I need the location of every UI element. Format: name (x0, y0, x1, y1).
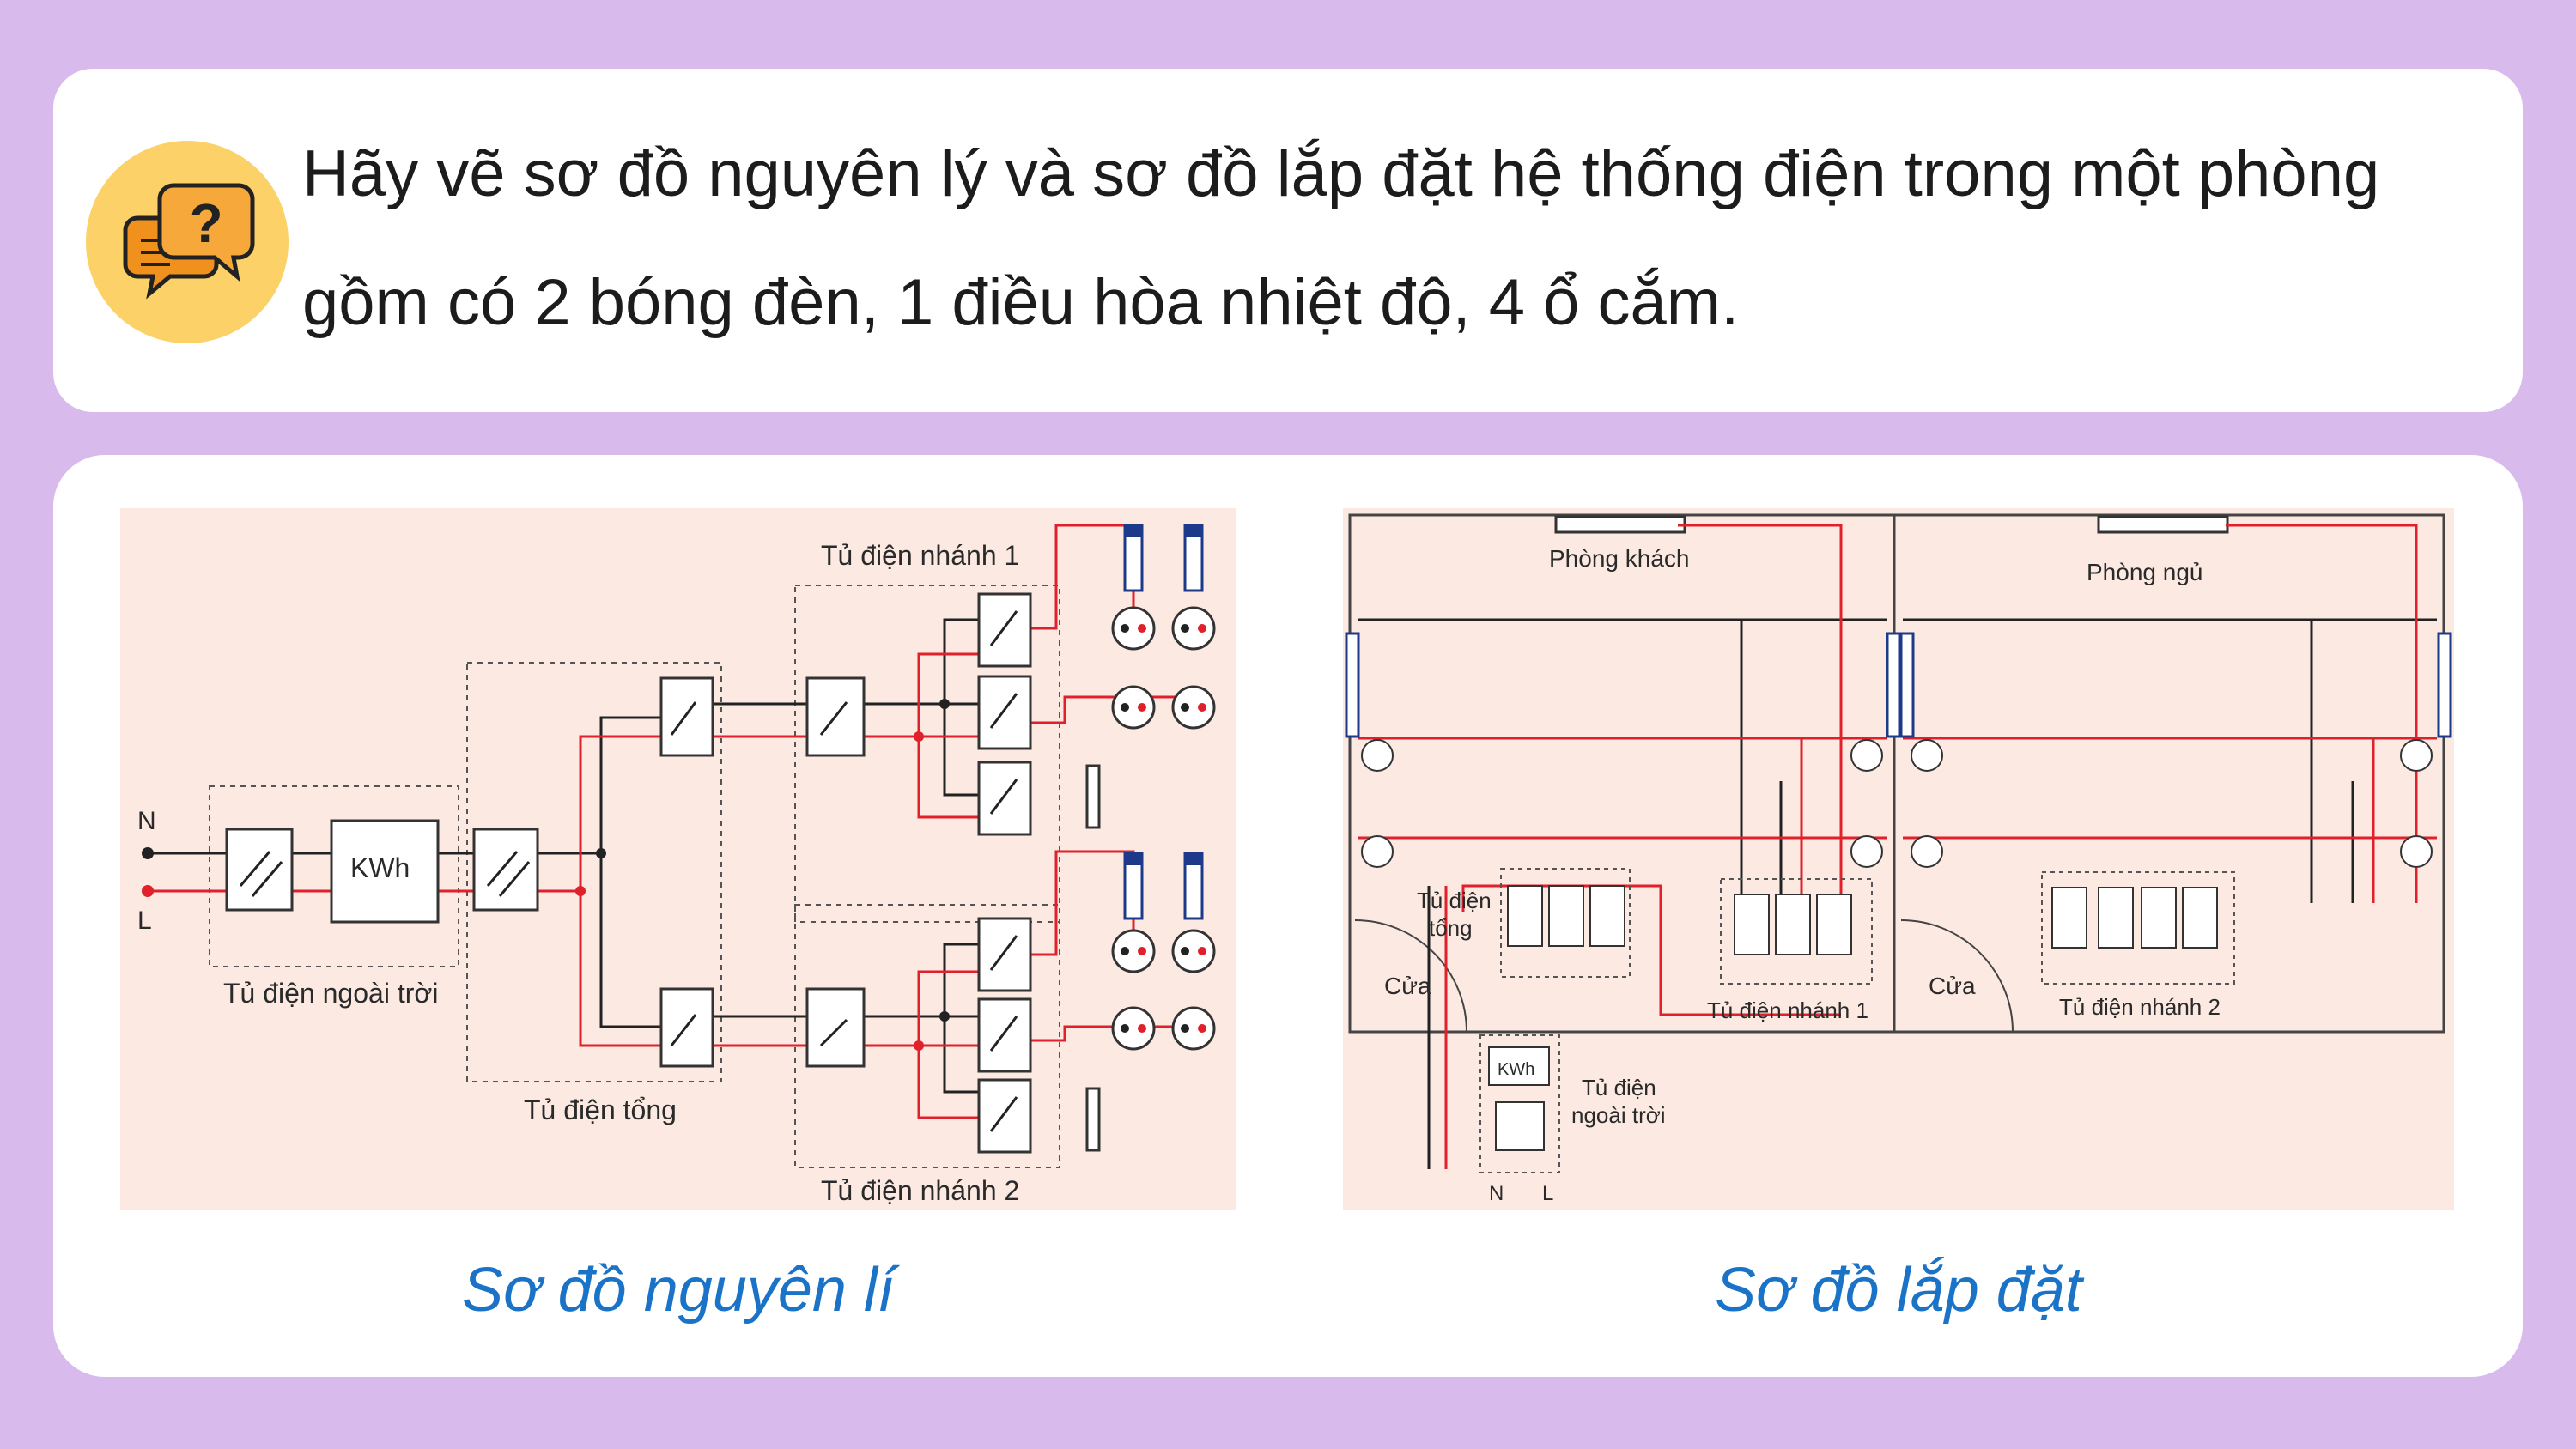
main-panel-label-1: Tủ điện (1417, 888, 1492, 913)
main-panel-box (1500, 868, 1631, 978)
svg-text:?: ? (189, 192, 222, 254)
main-panel-label: Tủ điện tổng (524, 1094, 677, 1125)
branch2-panel-label: Tủ điện nhánh 2 (821, 1175, 1019, 1206)
l-label: L (1542, 1182, 1553, 1205)
outdoor-panel-box (1479, 1034, 1560, 1173)
diagrams-card: N L KWh Tủ điện ngoài trời Tủ điện tổng … (53, 455, 2523, 1377)
branch1-panel-box (794, 585, 1060, 923)
outdoor-panel-label-2: ngoài trời (1571, 1102, 1666, 1128)
installation-diagram: Phòng khách Phòng ngủ Tủ điện tổng Cửa C… (1343, 508, 2454, 1210)
branch2-panel-box (794, 904, 1060, 1168)
caption-installation: Sơ đồ lắp đặt (1715, 1256, 2082, 1325)
question-text: Hãy vẽ sơ đồ nguyên lý và sơ đồ lắp đặt … (302, 110, 2500, 367)
l-label: L (137, 906, 152, 935)
kwh-label: KWh (350, 852, 410, 883)
question-line-2: gồm có 2 bóng đèn, 1 điều hòa nhiệt độ, … (302, 266, 1740, 339)
outdoor-panel-box (209, 785, 459, 967)
branch1-panel-label: Tủ điện nhánh 1 (821, 540, 1019, 571)
question-chat-bubble-icon: ? (84, 139, 290, 345)
main-panel-label-2: tổng (1429, 915, 1473, 941)
schematic-diagram: N L KWh Tủ điện ngoài trời Tủ điện tổng … (120, 508, 1236, 1210)
outdoor-panel-label-1: Tủ điện (1582, 1075, 1656, 1100)
branch1-panel-label: Tủ điện nhánh 1 (1707, 997, 1868, 1023)
n-label: N (1489, 1182, 1504, 1205)
living-room-label: Phòng khách (1549, 545, 1689, 572)
bedroom-outline (1893, 513, 2445, 1034)
caption-schematic: Sơ đồ nguyên lí (462, 1256, 895, 1325)
branch2-panel-box (2041, 871, 2235, 985)
bedroom-label: Phòng ngủ (2087, 559, 2202, 585)
branch1-panel-box (1720, 878, 1873, 985)
outdoor-panel-label: Tủ điện ngoài trời (223, 978, 438, 1009)
door-label-bedroom: Cửa (1929, 973, 1976, 999)
door-label-living: Cửa (1384, 973, 1431, 999)
kwh-label: KWh (1498, 1060, 1534, 1079)
n-label: N (137, 807, 156, 835)
question-line-1: Hãy vẽ sơ đồ nguyên lý và sơ đồ lắp đặt … (302, 137, 2380, 210)
branch2-panel-label: Tủ điện nhánh 2 (2059, 994, 2221, 1020)
question-card: ? Hãy vẽ sơ đồ nguyên lý và sơ đồ lắp đặ… (53, 69, 2523, 412)
main-panel-box (466, 662, 722, 1082)
